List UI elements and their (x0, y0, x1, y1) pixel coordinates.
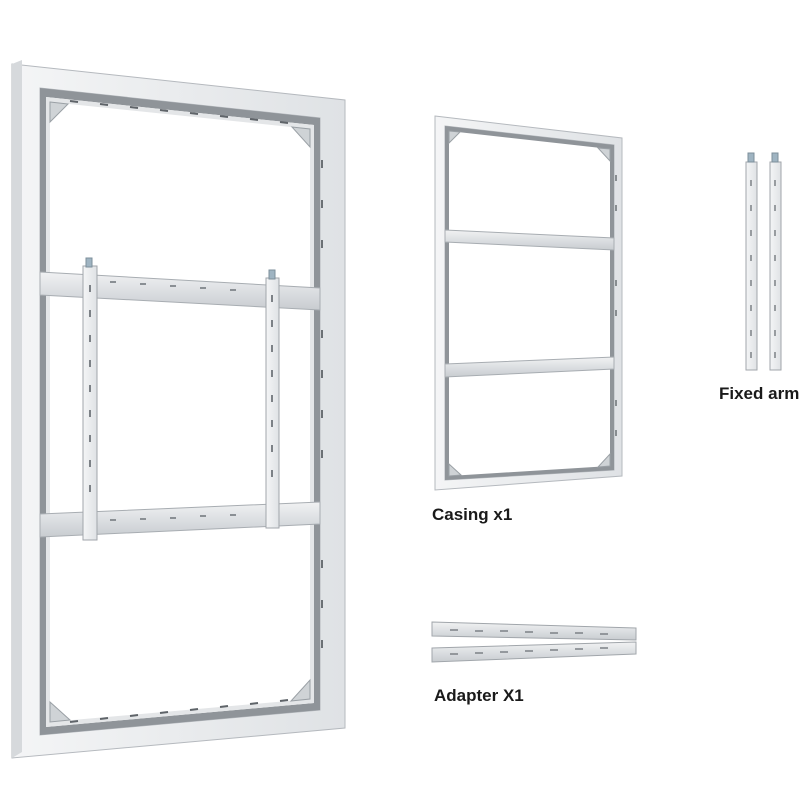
casing-rail-lower (444, 356, 615, 378)
adapter-bar-upper (431, 621, 637, 641)
vertical-arm-left (82, 257, 98, 541)
fixed-arm-part (745, 152, 782, 371)
casing-corner-tr (596, 147, 611, 163)
vertical-arm-right (265, 269, 280, 529)
corner-bracket-tr (290, 126, 311, 149)
top-rail-slots (69, 100, 289, 124)
casing-label: Casing x1 (432, 505, 513, 524)
lower-rail-holes (110, 514, 236, 521)
upper-rail-holes (110, 281, 236, 291)
casing-corner-tl (448, 130, 462, 145)
frame-outer-ring (11, 63, 346, 759)
bottom-rail-slots (69, 699, 289, 723)
corner-bracket-br (289, 678, 311, 702)
corner-bracket-bl (49, 700, 72, 723)
fixed-arm-label: Fixed arm (719, 384, 800, 403)
adapter-label: Adapter X1 (434, 686, 524, 705)
casing-corner-br (596, 452, 611, 468)
lower-horizontal-rail (39, 501, 321, 538)
frame-left-depth (12, 60, 22, 758)
corner-bracket-tl (49, 101, 70, 124)
assembled-mount-frame (11, 60, 346, 759)
casing-corner-bl (448, 462, 463, 477)
casing-part (434, 115, 623, 491)
fixed-arm-right (769, 152, 782, 371)
adapter-bar-lower (431, 641, 637, 663)
casing-inner-channel (445, 126, 614, 480)
adapter-part (431, 621, 637, 663)
fixed-arm-left (745, 152, 758, 371)
casing-frame (434, 115, 623, 491)
casing-rail-upper (444, 229, 615, 251)
